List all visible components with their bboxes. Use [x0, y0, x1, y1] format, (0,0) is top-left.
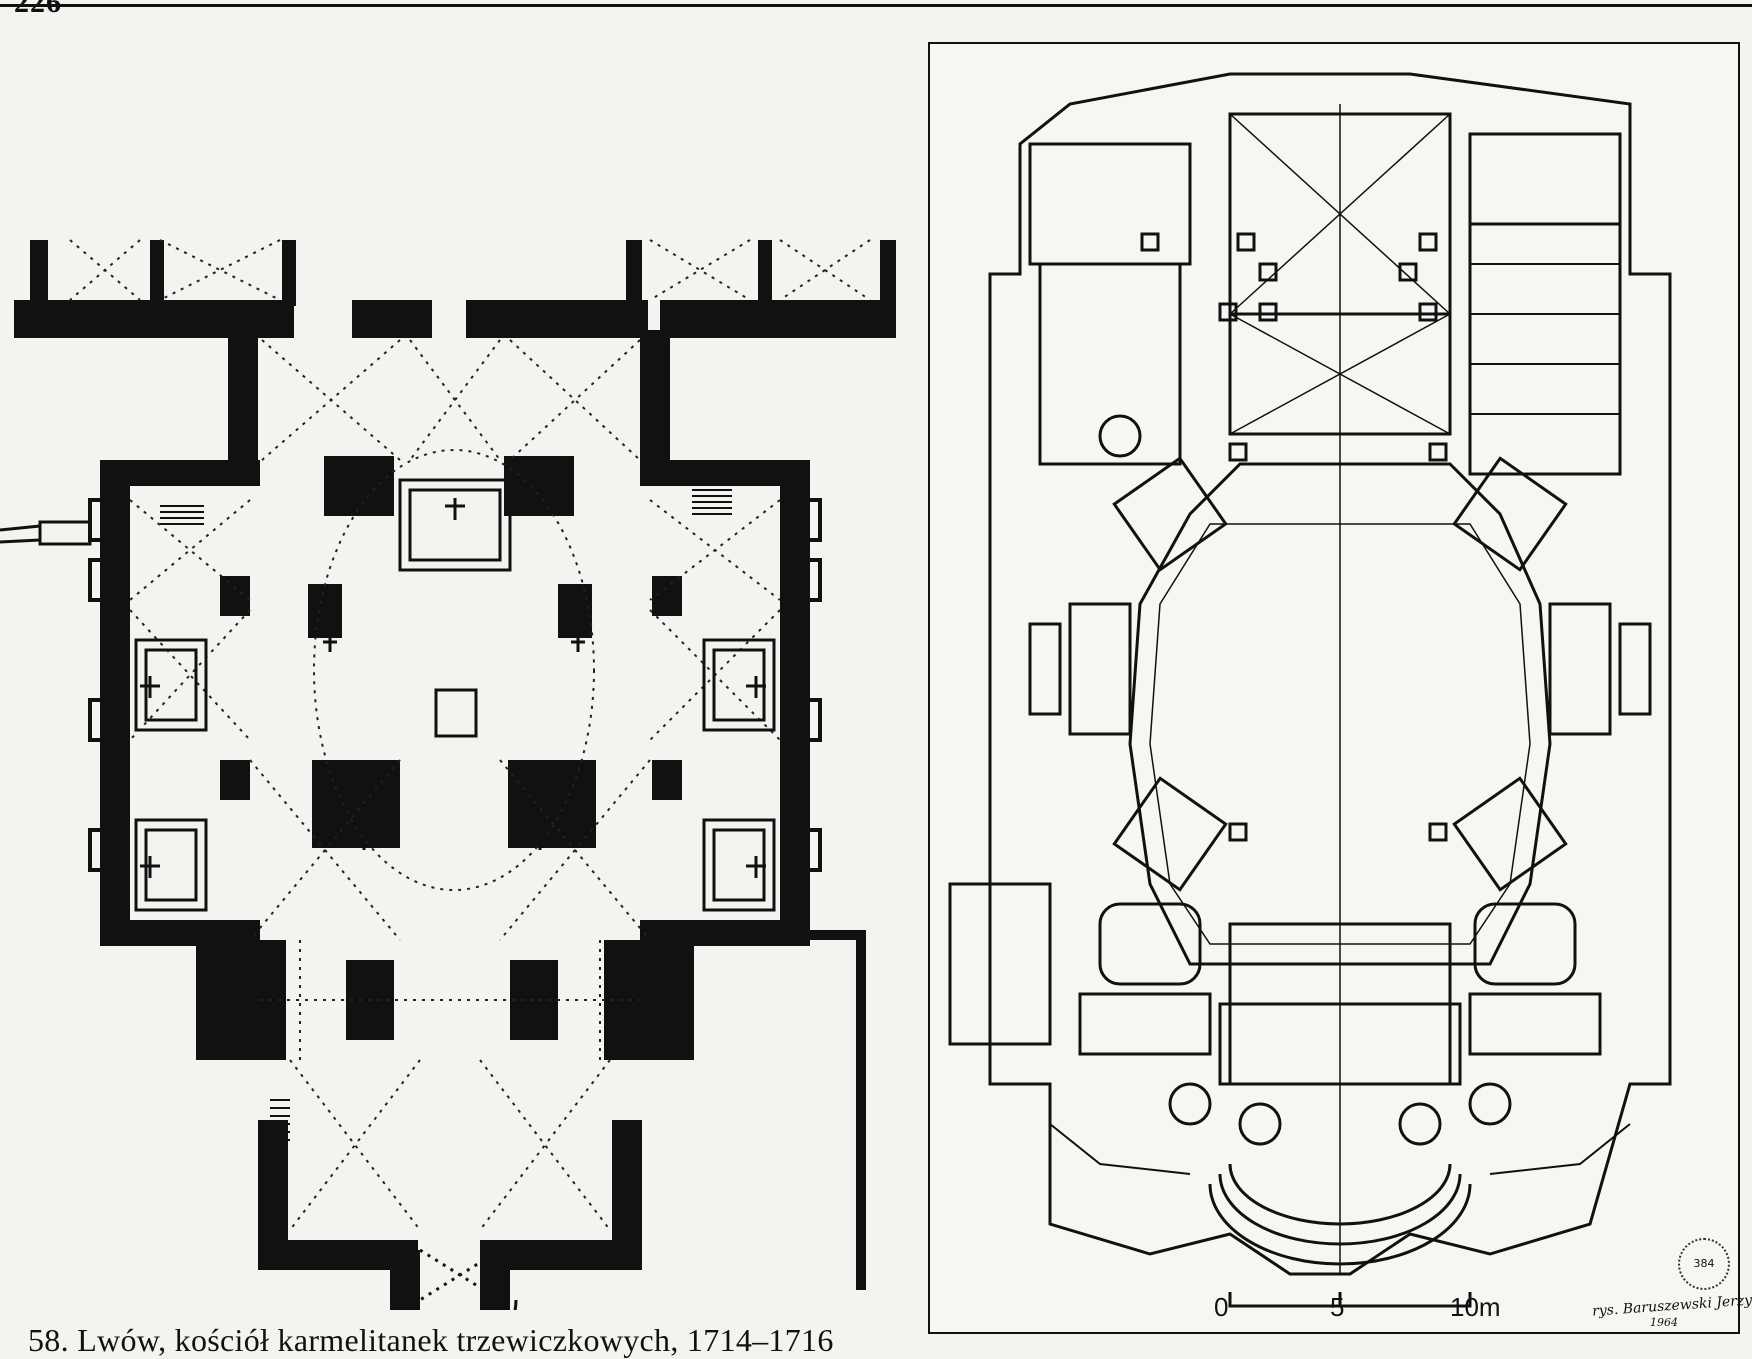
right-floor-plan	[948, 72, 1672, 1308]
scale-label-5: 5	[1330, 1292, 1345, 1322]
right-floor-plan-frame: 0 5 10m rys. Baruszewski Jerzy 1964 384	[928, 42, 1752, 1336]
figure-caption: 58. Lwów, kościół karmelitanek trzewiczk…	[28, 1322, 834, 1358]
page-number: 226	[14, 0, 62, 19]
top-rule	[0, 4, 1752, 7]
scale-label-10m: 10m	[1450, 1292, 1501, 1322]
scale-bar-labels: 0 5 10m rys. Baruszewski Jerzy 1964 384	[930, 44, 1752, 1336]
archive-stamp: 384	[1678, 1238, 1730, 1290]
signature-date: 1964	[1650, 1316, 1678, 1329]
scale-label-0: 0	[1214, 1292, 1229, 1322]
left-floor-plan	[0, 239, 896, 1310]
